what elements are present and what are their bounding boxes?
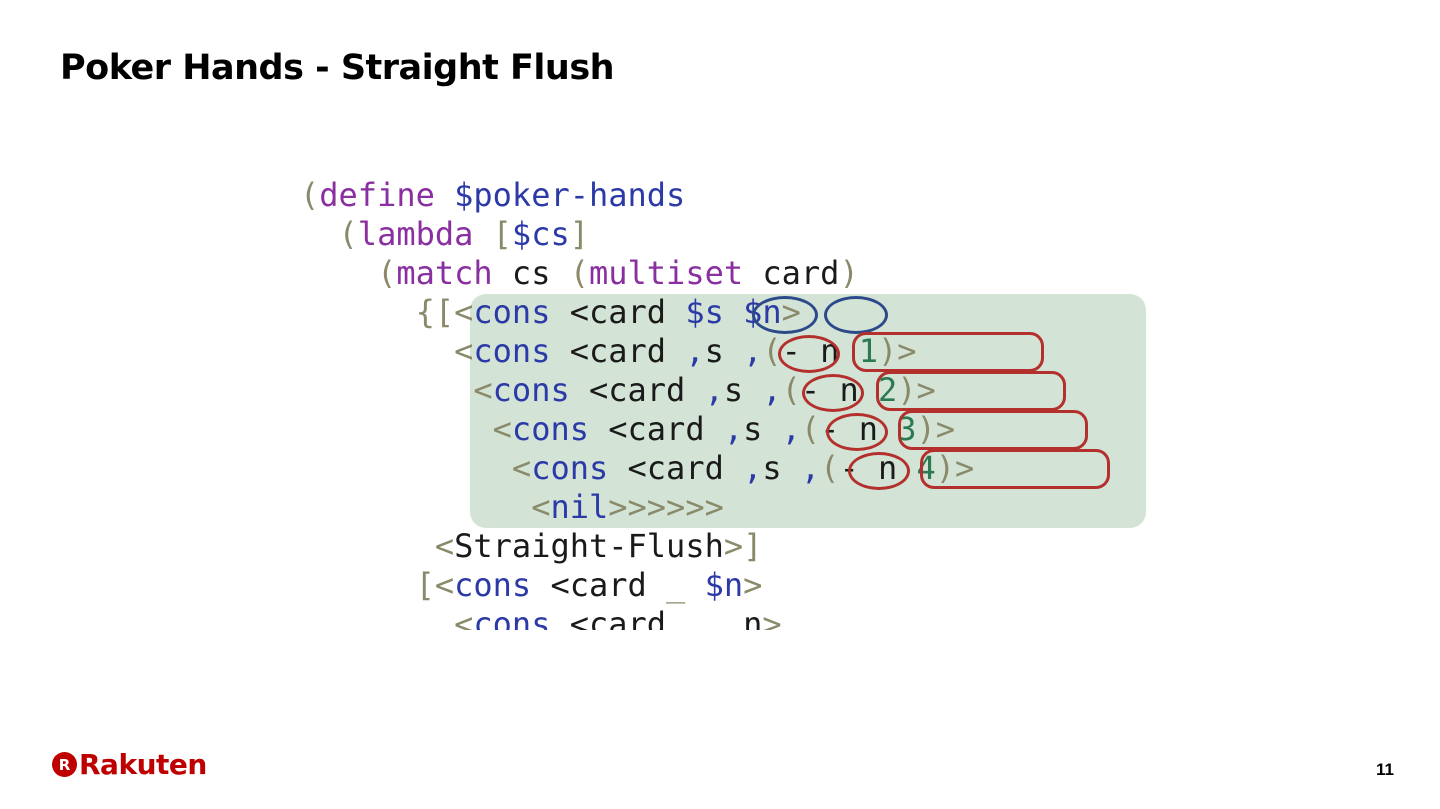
code-snippet: (define $poker-hands (lambda [$cs] (matc…	[300, 172, 1180, 630]
code-line-9: <nil>>>>>>	[531, 488, 724, 526]
code-line-6: <cons <card ,s ,(- n 2)>	[473, 371, 936, 409]
code-line-4: {[<cons <card $s $n>	[415, 293, 801, 331]
code-line-10: <Straight-Flush>]	[434, 527, 763, 565]
code-line-3: (match cs (multiset card)	[377, 254, 859, 292]
page-number: 11	[1376, 760, 1394, 779]
code-line-1: (define $poker-hands	[300, 176, 686, 214]
code-line-7: <cons <card ,s ,(- n 3)>	[492, 410, 956, 448]
rakuten-mark-icon: R	[52, 752, 77, 777]
rakuten-wordmark: Rakuten	[79, 748, 207, 781]
slide-title: Poker Hands - Straight Flush	[60, 48, 615, 88]
code-line-12: <cons <card _ ,n>	[454, 605, 782, 630]
code-line-11: [<cons <card _ $n>	[415, 566, 763, 604]
code-line-2: (lambda [$cs]	[338, 215, 589, 253]
code-line-8: <cons <card ,s ,(- n 4)>	[511, 449, 975, 487]
rakuten-logo: R Rakuten	[52, 748, 207, 781]
code-line-5: <cons <card ,s ,(- n 1)>	[454, 332, 917, 370]
